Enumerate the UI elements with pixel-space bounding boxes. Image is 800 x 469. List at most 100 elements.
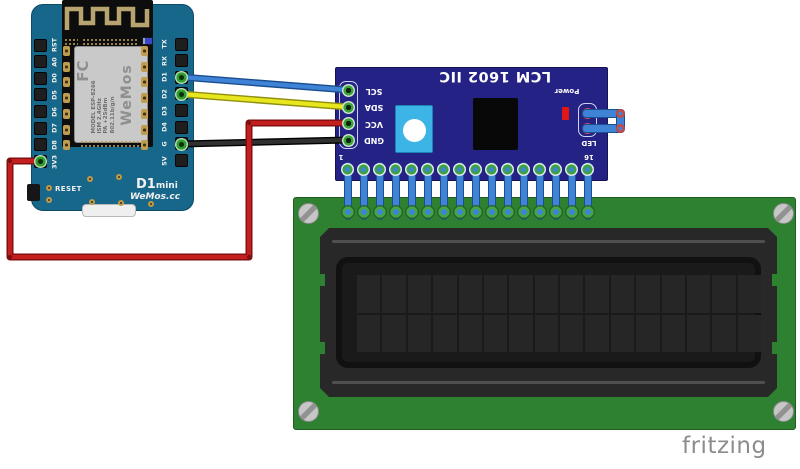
wemos-via (148, 201, 154, 207)
lcd-cell (636, 314, 660, 352)
lcd-cell (433, 275, 457, 313)
fcc-logo: FC (74, 60, 92, 82)
lcd-cell (737, 314, 761, 352)
wemos-pin-label-3V3: 3V3 (51, 154, 59, 169)
lcd-cell (407, 314, 432, 352)
power-led (562, 107, 569, 120)
esp-castellation-pad (63, 77, 70, 88)
esp-bottom-via-row (80, 140, 146, 147)
header-pin-top-pad (549, 162, 562, 176)
esp-castellation-pad (63, 46, 70, 56)
wemos-pin-D7[interactable] (34, 121, 47, 135)
lcd-cell (458, 314, 482, 352)
lcd-cell (686, 275, 711, 313)
lcd-cell (712, 314, 736, 352)
esp-metal-shield: FC MODEL ESP-8266 ISM 2.4GHz PA +25dBm 8… (74, 46, 148, 143)
usb-connector (82, 204, 136, 217)
header-pin-bottom-pad (580, 205, 595, 219)
wemos-via (116, 174, 122, 180)
wemos-pin-D2[interactable] (175, 87, 188, 101)
header-pin-bottom-pad (404, 205, 419, 219)
header-pin-top-pad (565, 162, 578, 176)
wemos-pin-label-5V: 5V (161, 155, 169, 166)
wemos-pin-TX[interactable] (175, 37, 188, 51)
gnd-wire[interactable] (177, 136, 352, 148)
header-pin-top-pad (341, 162, 354, 176)
lcd-cell (610, 314, 635, 352)
antenna-trace-icon (64, 6, 150, 30)
esp-castellation-pad (141, 108, 148, 119)
wemos-pin-RST[interactable] (34, 38, 47, 52)
lcd-cell (483, 275, 508, 313)
wemos-pin-A0[interactable] (34, 55, 47, 69)
lcd-cell (585, 275, 609, 313)
wemos-board[interactable]: FC MODEL ESP-8266 ISM 2.4GHz PA +25dBm 8… (27, 0, 194, 217)
wemos-pin-D6[interactable] (34, 105, 47, 119)
header-pin-bottom-pad (372, 205, 387, 219)
esp-castellation-pad (141, 61, 148, 72)
esp-castellation-pad (141, 93, 148, 104)
i2c-pin-label-VCC: VCC (365, 119, 383, 129)
wemos-pin-D5[interactable] (34, 88, 47, 102)
header-pin-top-pad (517, 162, 530, 176)
lcd-cell (560, 314, 584, 352)
header-pin-bottom-pad (484, 205, 499, 219)
jumper-cap-ring (615, 123, 625, 133)
i2c-chip (473, 98, 518, 150)
lcd-cell (509, 314, 533, 352)
wemos-pin-D4[interactable] (175, 120, 188, 134)
header-pin-top-pad (405, 162, 418, 176)
shield-text: FC MODEL ESP-8266 ISM 2.4GHz PA +25dBm 8… (74, 47, 147, 142)
esp-castellation-pad (63, 124, 70, 135)
header-pin-bottom-pad (452, 205, 467, 219)
wemos-via (118, 200, 124, 206)
wemos-pin-G[interactable] (175, 137, 188, 151)
wemos-pin-D3[interactable] (175, 104, 188, 118)
lcd-cell (458, 275, 482, 313)
pin1-label: 1 (338, 153, 344, 161)
screw-top-left (297, 202, 319, 224)
esp-castellation-pad (63, 108, 70, 119)
lcd-module[interactable] (293, 197, 796, 430)
wemos-pin-5V[interactable] (175, 154, 188, 168)
screw-bottom-right (772, 400, 794, 422)
esp-via-row (82, 38, 138, 46)
wemos-via (89, 199, 95, 205)
lcd-cell (737, 275, 761, 313)
wemos-pin-D8[interactable] (34, 138, 47, 152)
esp-castellation-pad (63, 61, 70, 72)
lcd-cell (661, 314, 685, 352)
header-pin-top-pad (437, 162, 450, 176)
wemos-pin-D1[interactable] (175, 70, 188, 84)
esp-castellation-pad (141, 140, 148, 151)
lcd-cell (433, 314, 457, 352)
wemos-pin-D0[interactable] (34, 71, 47, 85)
lcd-cell (560, 275, 584, 313)
wemos-pin-3V3[interactable] (34, 155, 47, 169)
esp-castellation-pad (141, 77, 148, 88)
lcd-cell (712, 275, 736, 313)
header-pin-bottom-pad (468, 205, 483, 219)
screw-bottom-left (297, 400, 319, 422)
header-pin-bottom-pad (564, 205, 579, 219)
i2c-pin-header-box (339, 81, 358, 149)
jumper-cap-ring (615, 108, 625, 118)
header-pin-bottom-pad (388, 205, 403, 219)
header-pin-top-pad (389, 162, 402, 176)
sda-wire[interactable] (177, 90, 352, 111)
led-jumper-box (578, 103, 597, 137)
lcd-cell (534, 314, 558, 352)
lcd-cell (534, 275, 558, 313)
header-pin-top-pad (485, 162, 498, 176)
lcd-cell (610, 275, 635, 313)
reset-button[interactable] (27, 184, 40, 201)
lcd-cell (357, 314, 381, 352)
smd-component (142, 37, 153, 45)
screw-top-right (772, 202, 794, 224)
reset-label: RESET (55, 185, 82, 193)
scl-wire[interactable] (177, 73, 352, 94)
header-pin-bottom-pad (436, 205, 451, 219)
wemos-pin-RX[interactable] (175, 54, 188, 68)
